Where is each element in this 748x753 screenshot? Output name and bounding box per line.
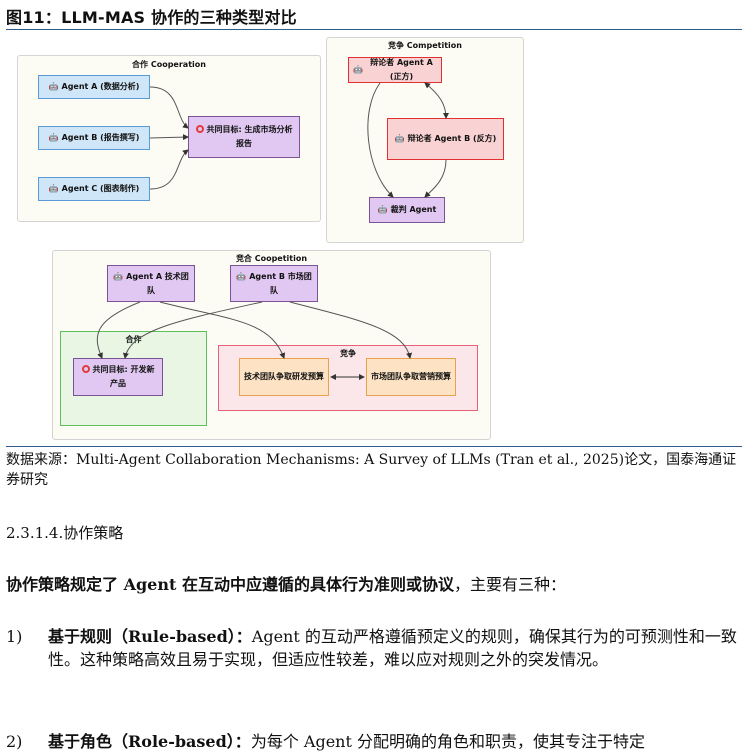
source-rule	[6, 446, 742, 447]
arrow-a-to-coop	[96, 301, 141, 359]
competition-title: 竞争 Competition	[388, 41, 462, 50]
item-number: 1)	[6, 627, 23, 646]
list-item-rule-based: 1) 基于规则（Rule-based）：Agent 的互动严格遵循预定义的规则，…	[6, 625, 742, 671]
robot-icon: 🤖	[353, 65, 363, 74]
figure-source: 数据来源：Multi-Agent Collaboration Mechanism…	[6, 452, 737, 488]
item-text: 为每个 Agent 分配明确的角色和职责，使其专注于特定	[250, 732, 645, 751]
robot-icon: 🤖	[48, 133, 59, 142]
arrow-b-to-judge	[424, 159, 447, 198]
robot-icon: 🤖	[377, 205, 388, 214]
agent-a-data-analysis: 🤖Agent A (数据分析)	[38, 75, 150, 99]
market-budget: 市场团队争取营销预算	[366, 358, 456, 396]
agent-b-report-writing: 🤖Agent B (报告撰写)	[38, 126, 150, 150]
arrow-b-to-goal	[149, 134, 189, 141]
figure-title: 图11：LLM-MAS 协作的三种类型对比	[6, 8, 297, 27]
judge-agent: 🤖裁判 Agent	[369, 197, 445, 223]
section-heading: 2.3.1.4.协作策略	[6, 524, 124, 542]
item-number: 2)	[6, 732, 23, 751]
figure-arrows	[96, 82, 449, 380]
lead-paragraph: 协作策略规定了 Agent 在互动中应遵循的具体行为准则或协议，主要有三种：	[6, 571, 566, 595]
item-bold: 基于规则（Rule-based）：	[48, 627, 252, 646]
agent-c-chart-making: 🤖Agent C (图表制作)	[38, 177, 150, 201]
list-item-role-based: 2) 基于角色（Role-based）：为每个 Agent 分配明确的角色和职责…	[6, 730, 742, 753]
arrow-c-to-goal	[149, 149, 189, 190]
arrow-debate	[424, 82, 449, 119]
arrow-a-to-judge	[367, 82, 394, 198]
item-bold: 基于角色（Role-based）：	[48, 732, 251, 751]
arrow-b-to-comp	[289, 301, 413, 359]
robot-icon: 🤖	[394, 134, 405, 143]
tech-budget: 技术团队争取研发预算	[239, 358, 329, 396]
lead-bold: 协作策略规定了 Agent 在互动中应遵循的具体行为准则或协议	[6, 575, 454, 594]
robot-icon: 🤖	[113, 271, 124, 281]
lead-rest: ，主要有三种：	[453, 575, 566, 594]
comp-subpanel-title: 竞争	[340, 349, 356, 358]
cooperation-title: 合作 Cooperation	[132, 60, 206, 69]
robot-icon: 🤖	[236, 271, 247, 281]
arrow-b-to-coop	[122, 301, 263, 359]
title-rule	[6, 29, 742, 30]
robot-icon: 🤖	[48, 82, 59, 91]
agent-b-market-team: 🤖Agent B 市场团队	[230, 265, 318, 302]
cooperation-goal: 共同目标: 生成市场分析报告	[188, 116, 300, 158]
coop-subpanel-title: 合作	[125, 335, 142, 344]
arrow-a-to-goal	[149, 86, 189, 129]
coopetition-title: 竞合 Coopetition	[235, 254, 308, 263]
debater-agent-a: 🤖辩论者 Agent A (正方)	[348, 57, 442, 83]
target-icon	[195, 125, 204, 133]
arrow-a-to-comp	[159, 301, 286, 359]
coopetition-goal: 共同目标: 开发新产品	[73, 358, 163, 396]
target-icon	[81, 365, 90, 373]
agent-a-tech-team: 🤖Agent A 技术团队	[107, 265, 195, 302]
robot-icon: 🤖	[48, 184, 59, 193]
item-text: Agent 的互动严格遵循预定义的规则，确保其行为的可预测性和一致性。这种策略高…	[48, 627, 737, 669]
